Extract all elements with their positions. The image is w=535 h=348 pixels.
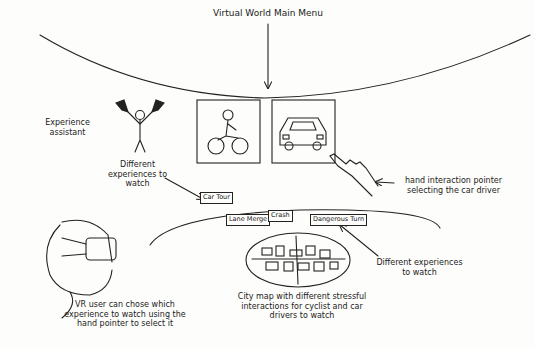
- floor-arc: [150, 210, 440, 245]
- experience-name: Crash: [271, 212, 290, 220]
- diagram-title: Virtual World Main Menu: [178, 8, 358, 18]
- experience-box: Crash: [268, 210, 293, 222]
- annotation-note: Different experiences to watch: [372, 258, 467, 277]
- experience-box: Car Tour: [200, 192, 233, 204]
- car-panel: [272, 100, 335, 163]
- leader-arrow: [340, 225, 378, 256]
- experience-box: Lane Merge: [226, 214, 270, 226]
- title-arrow: [267, 24, 268, 88]
- annotation-note: Different experiences to watch: [95, 160, 180, 189]
- annotation-note: VR user can chose which experience to wa…: [55, 300, 195, 329]
- annotation-note: City map with different stressful intera…: [232, 292, 372, 321]
- experience-name: Dangerous Turn: [313, 216, 364, 224]
- experience-name: Lane Merge: [229, 216, 267, 224]
- annotation-note: hand interaction pointer selecting the c…: [396, 176, 511, 195]
- experience-box: Dangerous Turn: [310, 214, 367, 226]
- menu-arc: [40, 35, 530, 98]
- experience-name: Car Tour: [203, 194, 230, 202]
- hand-pointer: [330, 154, 394, 196]
- assistant-figure: [116, 100, 164, 152]
- city-map: [246, 233, 350, 287]
- cyclist-panel: [197, 100, 260, 163]
- annotation-note: Experience assistant: [30, 118, 105, 137]
- leader-arrow: [165, 178, 203, 199]
